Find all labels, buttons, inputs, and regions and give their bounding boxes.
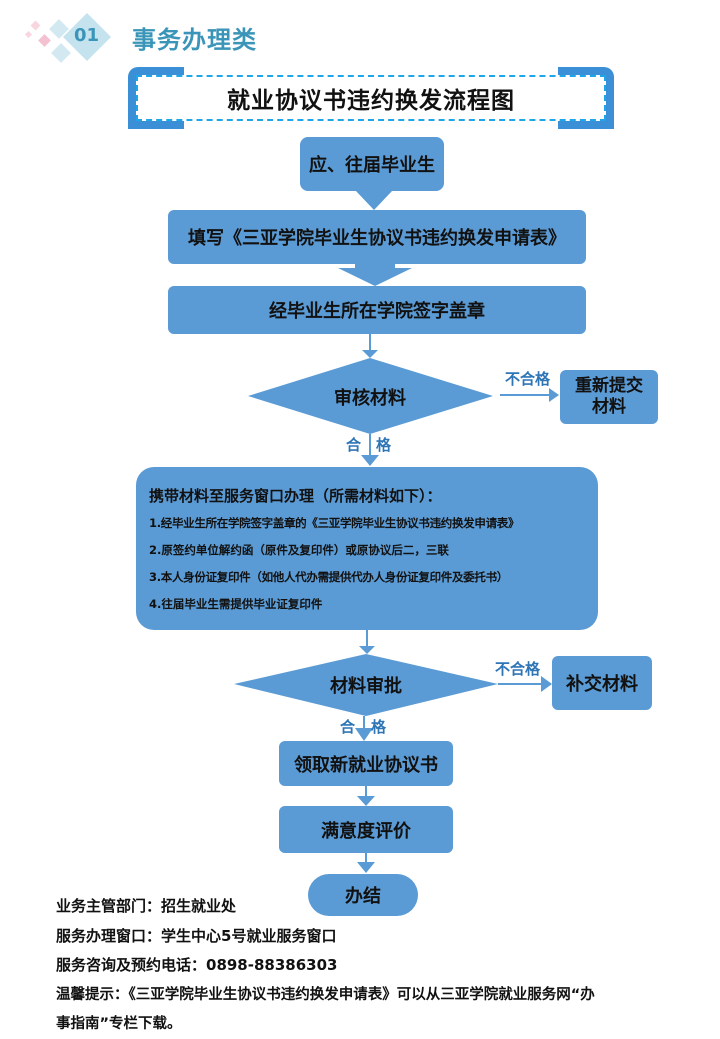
step-college-seal-label: 经毕业生所在学院签字盖章: [269, 301, 485, 322]
step-rating-label: 满意度评价: [321, 820, 411, 842]
arrow-shaft: [355, 262, 395, 272]
branch-pass-label-b: 格: [371, 718, 387, 736]
branch-fail-label: 不合格: [505, 370, 551, 388]
decision-review-label: 审核材料: [334, 388, 406, 409]
diagram-title-frame: 就业协议书违约换发流程图: [128, 67, 614, 129]
end-node: 办结: [308, 874, 418, 916]
step-college-seal: 经毕业生所在学院签字盖章: [168, 286, 586, 334]
section-number: 01: [74, 25, 100, 46]
branch-pass-label-a: 合: [346, 436, 362, 454]
step-fill-form: 填写《三亚学院毕业生协议书违约换发申请表》: [168, 210, 586, 264]
arrow-down-icon: [355, 728, 373, 741]
materials-item: 3.本人身份证复印件（如他人代办需提供代办人身份证复印件及委托书）: [149, 570, 508, 584]
footer-tip-line1: 温馨提示：《三亚学院毕业生协议书违约换发申请表》可以从三亚学院就业服务网“办: [56, 987, 595, 1003]
materials-item: 1.经毕业生所在学院签字盖章的《三亚学院毕业生协议书违约换发申请表》: [149, 516, 520, 530]
arrow-right-icon: [549, 388, 559, 402]
section-title: 事务办理类: [132, 26, 257, 54]
branch-pass-label-a: 合: [340, 718, 356, 736]
start-pointer: [355, 190, 393, 210]
arrow-down-icon: [357, 796, 375, 806]
resubmit-node: 重新提交 材料: [560, 370, 658, 424]
step-receive-label: 领取新就业协议书: [294, 754, 438, 776]
footer-phone: 服务咨询及预约电话：0898-88386303: [56, 956, 338, 974]
diagram-title: 就业协议书违约换发流程图: [227, 88, 515, 114]
supplement-node: 补交材料: [552, 656, 652, 710]
branch-pass-label-b: 格: [376, 436, 392, 454]
diamond-decoration-icon: [24, 12, 112, 63]
decision-review-shape: [248, 358, 493, 434]
start-label: 应、往届毕业生: [309, 155, 435, 176]
arrow-down-icon: [361, 455, 379, 466]
decision-approve-label: 材料审批: [330, 676, 402, 697]
materials-item: 2.原签约单位解约函（原件及复印件）或原协议后二，三联: [149, 543, 449, 557]
materials-item: 4.往届毕业生需提供毕业证复印件: [149, 597, 323, 611]
arrow-down-icon: [359, 646, 375, 654]
start-node: 应、往届毕业生: [300, 137, 444, 191]
footer-window: 服务办理窗口：学生中心5号就业服务窗口: [56, 927, 337, 945]
resubmit-label-line2: 材料: [592, 397, 626, 417]
step-rating: 满意度评价: [279, 806, 453, 853]
arrow-down-icon: [362, 350, 378, 358]
supplement-label: 补交材料: [566, 674, 638, 695]
arrow-right-icon: [541, 676, 552, 692]
footer-dept: 业务主管部门：招生就业处: [56, 897, 237, 915]
branch-fail-label: 不合格: [495, 660, 541, 678]
footer-tip-line2: 事指南”专栏下载。: [56, 1016, 182, 1032]
end-label: 办结: [345, 886, 381, 907]
section-header: 01 事务办理类: [0, 0, 300, 63]
arrow-head: [338, 268, 412, 286]
arrow-down-icon: [357, 862, 375, 873]
step-receive: 领取新就业协议书: [279, 741, 453, 786]
materials-node: 携带材料至服务窗口办理（所需材料如下）： 1.经毕业生所在学院签字盖章的《三亚学…: [136, 467, 598, 630]
resubmit-label-line1: 重新提交: [575, 376, 643, 396]
materials-heading: 携带材料至服务窗口办理（所需材料如下）：: [149, 487, 442, 505]
decision-approve-shape: [234, 654, 498, 716]
step-fill-form-label: 填写《三亚学院毕业生协议书违约换发申请表》: [188, 228, 566, 249]
